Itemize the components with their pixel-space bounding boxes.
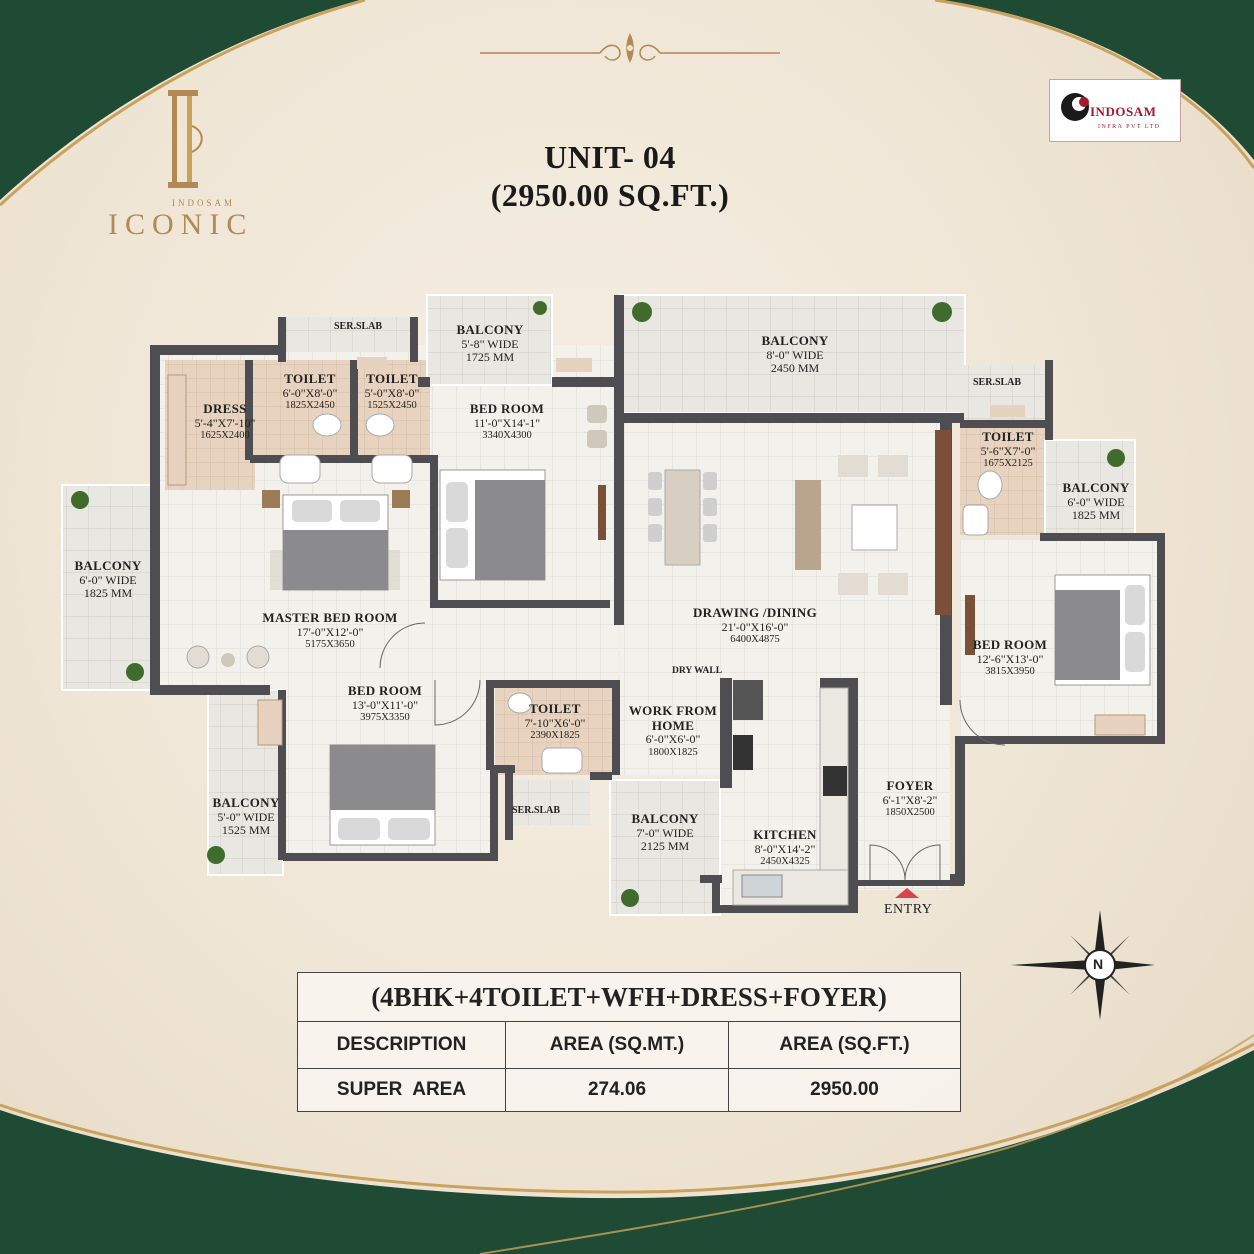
cell-area-sqmt: 274.06 [505, 1068, 729, 1112]
brand-name: ICONIC [108, 208, 254, 241]
header-description: DESCRIPTION [297, 1021, 506, 1069]
balconies [61, 294, 1136, 916]
cell-description: SUPER AREA [297, 1068, 506, 1112]
area-specification-table: (4BHK+4TOILET+WFH+DRESS+FOYER) DESCRIPTI… [297, 972, 961, 1112]
ser-slab-label-top: SER.SLAB [334, 321, 383, 332]
table-header-row: DESCRIPTION AREA (SQ.MT.) AREA (SQ.FT.) [297, 1021, 961, 1069]
header-area-sqft: AREA (SQ.FT.) [728, 1021, 961, 1069]
dry-wall-label: DRY WALL [672, 666, 723, 676]
ser-slab-label-right: SER.SLAB [973, 377, 1022, 388]
table-row: SUPER AREA 274.06 2950.00 [297, 1068, 961, 1112]
developer-name: INDOSAM [1090, 104, 1157, 119]
north-compass-icon [1010, 910, 1155, 1020]
brand-logo-icon [168, 90, 203, 188]
walls [150, 295, 1165, 913]
table-caption: (4BHK+4TOILET+WFH+DRESS+FOYER) [297, 972, 961, 1022]
table-caption-row: (4BHK+4TOILET+WFH+DRESS+FOYER) [297, 972, 961, 1022]
furniture [71, 301, 1151, 907]
unit-area: (2950.00 SQ.FT.) [490, 177, 730, 213]
door-swings [379, 622, 1006, 881]
developer-subtitle: INFRA PVT LTD [1098, 124, 1161, 130]
developer-logo-icon [1061, 93, 1089, 121]
ornament-divider [480, 33, 780, 63]
cell-area-sqft: 2950.00 [728, 1068, 961, 1112]
north-label: N [1093, 956, 1104, 972]
unit-number: UNIT- 04 [544, 139, 676, 175]
unit-title: UNIT- 04 (2950.00 SQ.FT.) [440, 138, 780, 214]
brand-small-text: INDOSAM [172, 198, 236, 208]
entry-label: ENTRY [884, 902, 933, 917]
ser-slab-label-bottom: SER.SLAB [512, 805, 561, 816]
entry-arrow-icon [895, 888, 919, 898]
header-area-sqmt: AREA (SQ.MT.) [505, 1021, 729, 1069]
